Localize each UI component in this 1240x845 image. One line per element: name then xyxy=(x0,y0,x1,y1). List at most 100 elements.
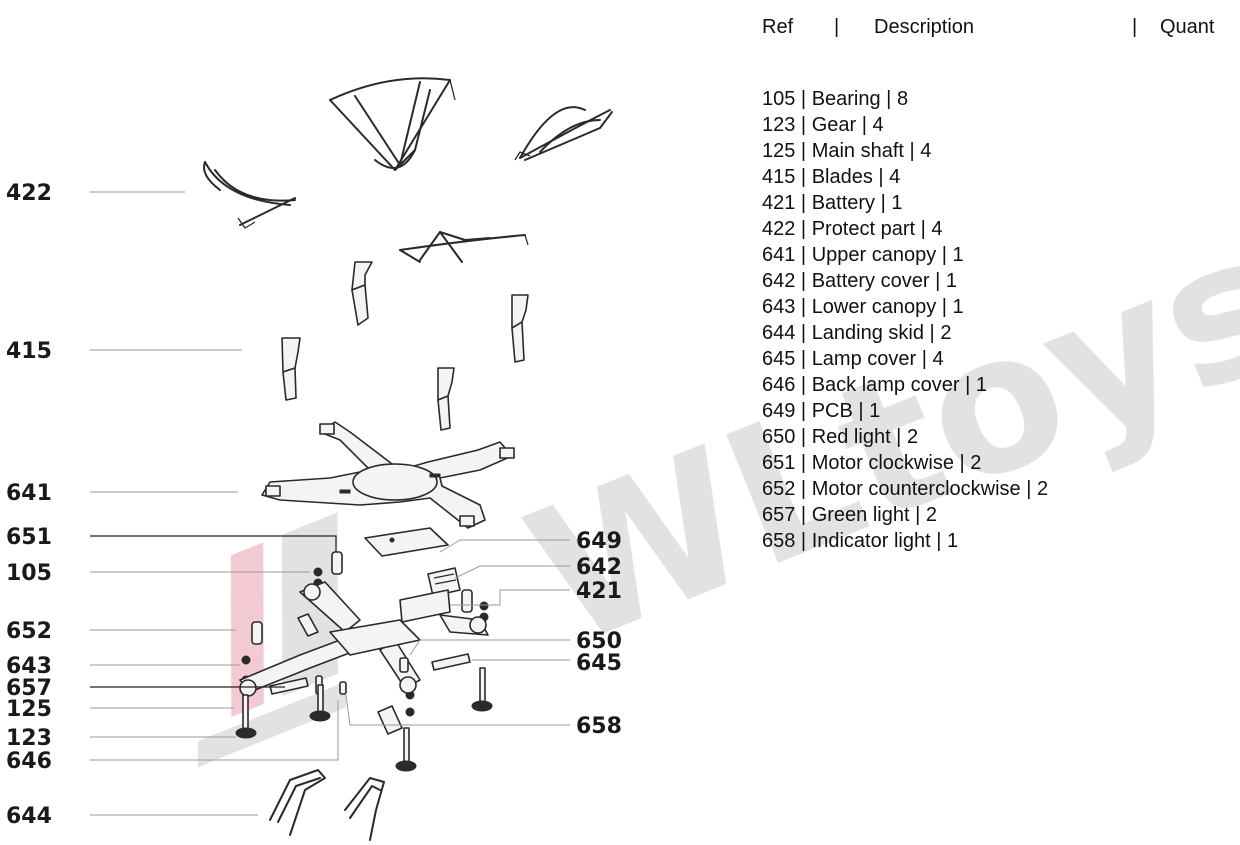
blade-3 xyxy=(281,337,301,401)
table-row: 123 | Gear | 4 xyxy=(762,112,1240,138)
row-ref: 123 xyxy=(762,114,796,136)
row-ref: 658 xyxy=(762,530,796,552)
row-description: Blades xyxy=(811,166,873,188)
row-separator: | xyxy=(795,374,812,396)
row-separator: | xyxy=(929,270,946,292)
row-separator: | xyxy=(916,348,933,370)
row-quantity: 4 xyxy=(932,348,944,370)
table-row: 657 | Green light | 2 xyxy=(762,502,1240,528)
header-quantity: Quant xyxy=(1160,16,1215,38)
row-separator: | xyxy=(909,504,926,526)
row-ref: 644 xyxy=(762,322,796,344)
row-quantity: 8 xyxy=(896,88,909,110)
row-separator: | xyxy=(795,114,812,136)
header-separator: | xyxy=(1132,16,1138,38)
row-ref: 422 xyxy=(762,218,796,240)
leader-lines xyxy=(90,191,570,816)
row-ref: 651 xyxy=(762,452,796,474)
row-separator: | xyxy=(915,218,932,240)
row-description: Green light xyxy=(811,504,910,526)
table-row: 652 | Motor counterclockwise | 2 xyxy=(762,476,1240,502)
row-quantity: 2 xyxy=(925,504,937,526)
callout-649: 649 xyxy=(576,529,622,554)
callout-650: 650 xyxy=(576,629,622,654)
callout-422: 422 xyxy=(6,181,52,206)
row-quantity: 4 xyxy=(872,114,884,136)
row-description: Bearing xyxy=(811,88,881,110)
row-description: Indicator light xyxy=(811,530,931,552)
row-separator: | xyxy=(795,400,812,422)
lamp-covers xyxy=(269,613,471,735)
row-description: Lower canopy xyxy=(811,296,937,318)
row-ref: 415 xyxy=(762,166,796,188)
row-separator: | xyxy=(880,88,897,110)
row-separator: | xyxy=(795,530,812,552)
row-separator: | xyxy=(959,374,976,396)
row-separator: | xyxy=(795,270,812,292)
blade-2 xyxy=(511,294,529,363)
table-row: 650 | Red light | 2 xyxy=(762,424,1240,450)
callout-642: 642 xyxy=(576,555,622,580)
row-separator: | xyxy=(856,114,873,136)
row-ref: 649 xyxy=(762,400,796,422)
row-ref: 643 xyxy=(762,296,796,318)
callout-652: 652 xyxy=(6,619,52,644)
row-quantity: 4 xyxy=(920,140,932,162)
row-separator: | xyxy=(875,192,892,214)
table-row: 105 | Bearing | 8 xyxy=(762,86,1240,112)
row-ref: 645 xyxy=(762,348,796,370)
callout-651: 651 xyxy=(6,525,52,550)
row-separator: | xyxy=(795,192,812,214)
row-separator: | xyxy=(795,218,812,240)
gears xyxy=(235,700,493,772)
row-separator: | xyxy=(872,166,890,188)
row-separator: | xyxy=(795,504,812,526)
table-row: 642 | Battery cover | 1 xyxy=(762,268,1240,294)
row-separator: | xyxy=(795,452,812,474)
callout-125: 125 xyxy=(6,697,52,722)
pcb xyxy=(364,527,449,557)
row-separator: | xyxy=(795,322,812,344)
motor-counterclockwise xyxy=(251,589,473,645)
table-row: 125 | Main shaft | 4 xyxy=(762,138,1240,164)
row-separator: | xyxy=(795,88,812,110)
row-quantity: 1 xyxy=(952,296,964,318)
row-description: Battery cover xyxy=(811,270,930,292)
row-separator: | xyxy=(795,348,812,370)
row-description: Red light xyxy=(811,426,891,448)
row-description: Motor clockwise xyxy=(811,452,954,474)
row-description: Landing skid xyxy=(811,322,924,344)
row-description: Lamp cover xyxy=(811,348,917,370)
main-shafts xyxy=(242,667,486,764)
row-quantity: 4 xyxy=(889,166,901,188)
row-separator: | xyxy=(795,426,812,448)
row-quantity: 2 xyxy=(970,452,982,474)
parts-table: Ref | Description | Quant 105 | Bearing … xyxy=(762,14,1240,554)
table-row: 651 | Motor clockwise | 2 xyxy=(762,450,1240,476)
row-description: Motor counterclockwise xyxy=(811,478,1021,500)
table-row: 645 | Lamp cover | 4 xyxy=(762,346,1240,372)
callout-645: 645 xyxy=(576,651,622,676)
row-separator: | xyxy=(795,166,812,188)
row-ref: 652 xyxy=(762,478,796,500)
row-ref: 105 xyxy=(762,88,796,110)
row-quantity: 2 xyxy=(940,322,952,344)
row-quantity: 1 xyxy=(945,270,957,292)
row-ref: 650 xyxy=(762,426,796,448)
propeller-guard-left xyxy=(203,161,296,229)
row-separator: | xyxy=(795,478,812,500)
row-quantity: 1 xyxy=(891,192,903,214)
blade-1 xyxy=(351,261,373,326)
landing-skids xyxy=(269,769,385,841)
row-separator: | xyxy=(1020,478,1037,500)
table-row: 644 | Landing skid | 2 xyxy=(762,320,1240,346)
row-description: Back lamp cover xyxy=(811,374,960,396)
table-row: 422 | Protect part | 4 xyxy=(762,216,1240,242)
callout-644: 644 xyxy=(6,804,52,829)
callout-641: 641 xyxy=(6,481,52,506)
row-ref: 642 xyxy=(762,270,796,292)
row-quantity: 1 xyxy=(946,530,959,552)
callout-658: 658 xyxy=(576,714,622,739)
